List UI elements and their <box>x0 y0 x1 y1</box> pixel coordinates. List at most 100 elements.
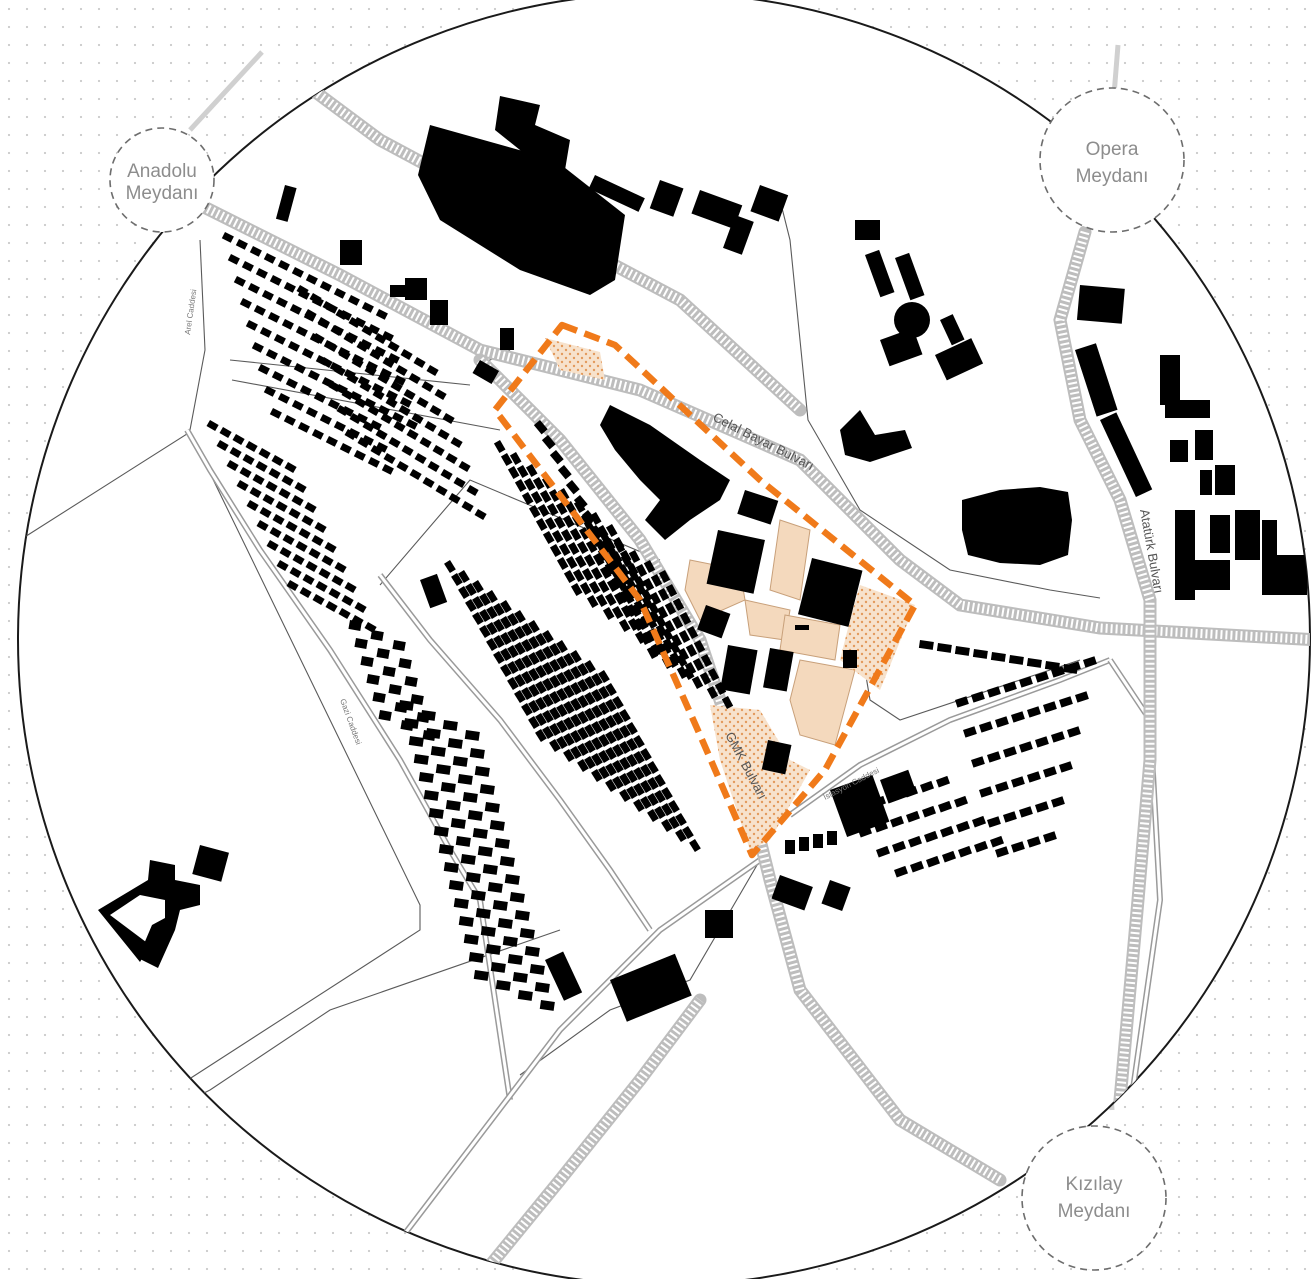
building <box>514 674 526 688</box>
building <box>720 645 758 695</box>
building <box>318 568 331 580</box>
building <box>692 657 705 671</box>
building <box>371 383 384 394</box>
building <box>477 846 493 857</box>
building <box>317 317 330 329</box>
building <box>649 179 684 217</box>
building <box>662 638 675 651</box>
building <box>429 405 442 417</box>
building <box>438 844 454 855</box>
building <box>581 568 594 582</box>
building <box>654 806 666 820</box>
kizilay-square-label-1: Kızılay <box>1065 1174 1123 1195</box>
building <box>1235 510 1260 560</box>
building <box>252 474 265 486</box>
building <box>589 525 604 540</box>
building <box>472 828 488 839</box>
building <box>470 890 486 901</box>
building <box>308 548 321 560</box>
building <box>625 604 638 617</box>
building <box>391 411 404 423</box>
building <box>528 668 540 682</box>
building <box>319 414 332 425</box>
building <box>797 558 863 627</box>
building <box>706 530 765 594</box>
building <box>414 453 427 465</box>
building <box>619 773 631 787</box>
building <box>677 648 690 661</box>
building <box>971 691 985 703</box>
building <box>549 450 564 465</box>
building <box>584 724 596 738</box>
building <box>563 733 575 747</box>
building <box>435 485 448 497</box>
building <box>577 679 589 693</box>
opera-square-label-1: Opera <box>1086 139 1139 160</box>
building <box>761 740 792 775</box>
building <box>288 508 301 520</box>
building <box>535 649 547 663</box>
building <box>432 445 445 457</box>
building <box>247 283 260 294</box>
building <box>654 774 666 788</box>
building <box>1075 691 1089 703</box>
building <box>383 453 396 465</box>
building <box>355 413 368 424</box>
building <box>285 521 298 533</box>
building <box>591 769 603 783</box>
building <box>1175 510 1195 600</box>
building <box>328 381 341 393</box>
building <box>598 765 610 780</box>
building <box>894 865 909 878</box>
building <box>333 420 346 432</box>
building <box>521 703 533 717</box>
building <box>534 982 550 993</box>
building <box>567 542 580 556</box>
building <box>312 594 325 606</box>
building <box>405 419 418 430</box>
building <box>392 640 406 651</box>
building <box>322 301 335 313</box>
building <box>939 825 955 838</box>
building <box>1026 706 1041 718</box>
building <box>374 333 387 345</box>
building <box>507 629 519 643</box>
building <box>269 527 282 539</box>
building <box>462 792 478 803</box>
building <box>584 660 596 674</box>
building <box>633 735 645 749</box>
building <box>251 342 264 353</box>
building <box>445 800 461 811</box>
building <box>428 808 444 819</box>
building <box>493 619 505 633</box>
building <box>675 829 687 843</box>
building <box>894 302 930 338</box>
building <box>387 353 400 364</box>
building <box>422 730 436 741</box>
building <box>437 429 450 441</box>
building <box>598 669 610 684</box>
building <box>467 810 483 821</box>
building <box>577 743 589 757</box>
building <box>435 764 451 775</box>
building <box>419 437 432 449</box>
building <box>245 320 258 331</box>
building <box>490 962 506 973</box>
building <box>434 389 447 401</box>
building <box>570 583 583 597</box>
building <box>356 341 369 353</box>
building <box>627 568 640 581</box>
building <box>271 371 284 382</box>
building <box>1215 465 1235 495</box>
building <box>1003 681 1017 693</box>
building <box>509 451 522 466</box>
building <box>705 910 733 938</box>
building <box>304 309 317 321</box>
building <box>528 716 540 730</box>
building <box>497 918 513 929</box>
building <box>1002 811 1017 823</box>
building <box>341 389 354 401</box>
building <box>907 835 923 848</box>
building <box>294 482 307 494</box>
building <box>493 635 505 649</box>
